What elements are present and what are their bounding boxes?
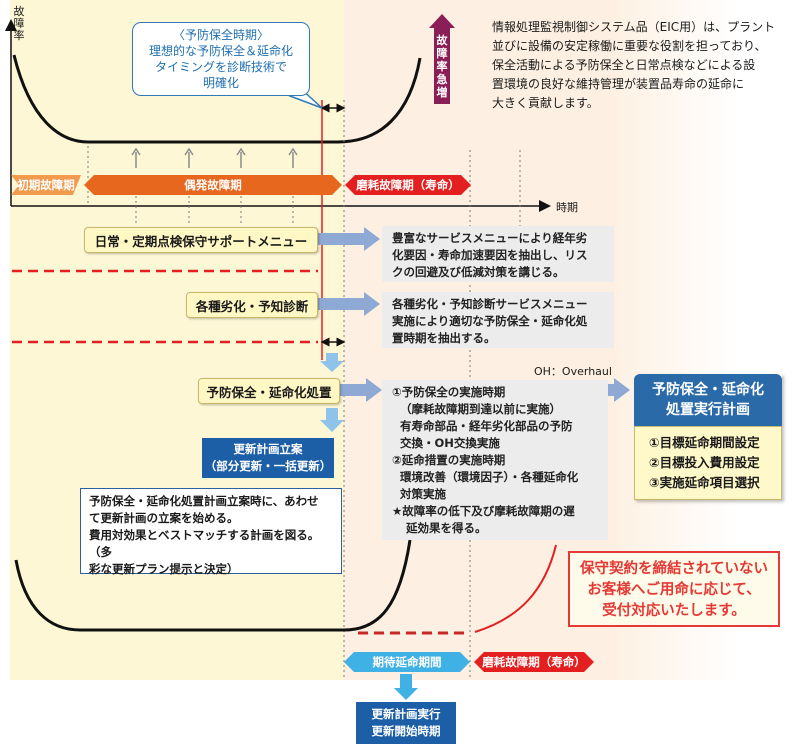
execution-plan-title: 予防保全・延命化 処置実行計画 [634,374,782,426]
note-line: 費用対効果とベストマッチする計画を図る。（多 [89,528,320,559]
execution-plan-items: ①目標延命期間設定 ②目標投入費用設定 ③実施延命項目選択 [634,426,782,500]
y-label-char: 率 [13,29,25,42]
note-line: 予防保全・延命化処置計画立案時に、あわせ [89,494,319,508]
rising-char: 故 [436,34,448,47]
renewal-exec-line: 更新開始時期 [371,724,441,738]
renewal-note: 予防保全・延命化処置計画立案時に、あわせ て更新計画の立案を始める。 費用対効果… [80,488,342,576]
plan-title-line: 予防保全・延命化 [652,382,764,398]
phase-wearout-failure: 磨耗故障期（寿命） [345,175,471,195]
bathtub-curve-bottom [14,539,412,632]
contract-note: 保守契約を締結されていない お客様へご用命に応じて、 受付対応いたします。 [568,551,780,627]
renewal-plan-line: （部分更新・一括更新） [204,459,332,473]
rising-char: 急 [436,73,448,86]
preventive-extension-desc: ①予防保全の実施時期 （摩耗故障期到達以前に実施） 有寿命部品・経年劣化部品の予… [382,380,608,540]
renewal-plan-line: 更新計画立案 [233,442,303,456]
renewal-exec-line: 更新計画実行 [371,707,441,721]
x-axis-label: 時期 [556,201,578,214]
daily-inspection-desc: 豊富なサービスメニューにより経年劣 化要因・寿命加速要因を抽出し、リス クの回避… [382,226,614,282]
rising-char: 率 [436,60,448,73]
intro-line: 置環境の良好な維持管理が装置品寿命の延命に [492,77,745,91]
desc-line: 豊富なサービスメニューにより経年劣 [392,231,588,245]
desc-line: 交換・OH交換実施 [400,436,500,450]
desc-line: 実施により適切な予防保全・延命化処 [392,314,588,328]
renewal-plan-label: 更新計画立案 （部分更新・一括更新） [202,438,334,478]
contract-line: 受付対応いたします。 [602,603,746,619]
desc-line: 置時期を抽出する。 [392,331,496,345]
y-label-char: 障 [13,17,25,30]
intro-line: 情報処理監視制御システム品（EIC用）は、プラント [492,20,776,34]
phase-random-failure: 偶発故障期 [84,175,342,195]
phase-wearout-bottom: 磨耗故障期（寿命） [474,652,594,672]
phase-extended-life: 期待延命期間 [344,652,470,672]
desc-line: クの回避及び低減対策を講じる。 [392,265,565,279]
preventive-timing-callout: 〈予防保全時期〉 理想的な予防保全＆延命化 タイミングを診断技術で 明確化 [132,22,310,96]
bathtub-curve-top [12,54,338,144]
rising-char: 増 [436,86,448,99]
y-label-char: 故 [13,5,25,18]
desc-line: ①予防保全の実施時期 [392,385,506,399]
intro-text: 情報処理監視制御システム品（EIC用）は、プラント 並びに設備の安定稼働に重要な… [492,18,792,113]
phase-initial-failure: 初期故障期 [11,175,81,195]
desc-line: （摩耗故障期到達以前に実施） [400,402,561,416]
plan-item: ①目標延命期間設定 [649,435,760,450]
desc-line: 各種劣化・予知診断サービスメニュー [392,297,588,311]
note-line: て更新計画の立案を始める。 [89,511,239,525]
y-axis-label: 故 障 率 [13,6,25,42]
desc-line: 化要因・寿命加速要因を抽出し、リス [392,248,588,262]
degradation-diagnosis-desc: 各種劣化・予知診断サービスメニュー 実施により適切な予防保全・延命化処 置時期を… [382,292,614,348]
desc-line: 有寿命部品・経年劣化部品の予防 [400,419,573,433]
rising-arrow-head [429,14,455,28]
failure-rate-rising-arrow: 故 障 率 急 増 [434,28,450,104]
plan-item: ②目標投入費用設定 [649,455,760,470]
callout-line: 理想的な予防保全＆延命化 [148,44,293,58]
rising-char: 障 [436,47,448,60]
plan-title-line: 処置実行計画 [666,402,750,418]
desc-line: ★故障率の低下及び摩耗故障期の遅 [392,504,575,518]
callout-line: 明確化 [202,76,239,90]
contract-line: お客様へご用命に応じて、 [587,582,761,598]
execution-plan-panel: 予防保全・延命化 処置実行計画 ①目標延命期間設定 ②目標投入費用設定 ③実施延… [634,374,782,500]
desc-line: 環境改善（環境因子）・各種延命化 [400,470,579,484]
plan-item: ③実施延命項目選択 [649,475,760,490]
renewal-execution-label: 更新計画実行 更新開始時期 [356,702,456,744]
preventive-extension-menu[interactable]: 予防保全・延命化処置 [198,378,340,404]
intro-line: 並びに設備の安定稼働に重要な役割を担っており、 [492,39,767,53]
note-line: 彩な更新プラン提示と決定） [89,562,239,576]
overhaul-note: OH：Overhaul [534,365,612,378]
desc-line: ②延命措置の実施時期 [392,453,506,467]
desc-line: 延効果を得る。 [406,521,487,535]
callout-line: タイミングを診断技術で [154,60,287,74]
callout-title: 〈予防保全時期〉 [172,28,269,42]
contract-line: 保守契約を締結されていない [579,561,769,577]
intro-line: 保全活動による予防保全と日常点検などによる設 [492,58,756,72]
degradation-diagnosis-menu[interactable]: 各種劣化・予知診断 [186,292,318,318]
desc-line: 対策実施 [400,487,446,501]
daily-inspection-menu[interactable]: 日常・定期点検保守サポートメニュー [84,227,318,253]
intro-line: 大きく貢献します。 [492,96,599,110]
